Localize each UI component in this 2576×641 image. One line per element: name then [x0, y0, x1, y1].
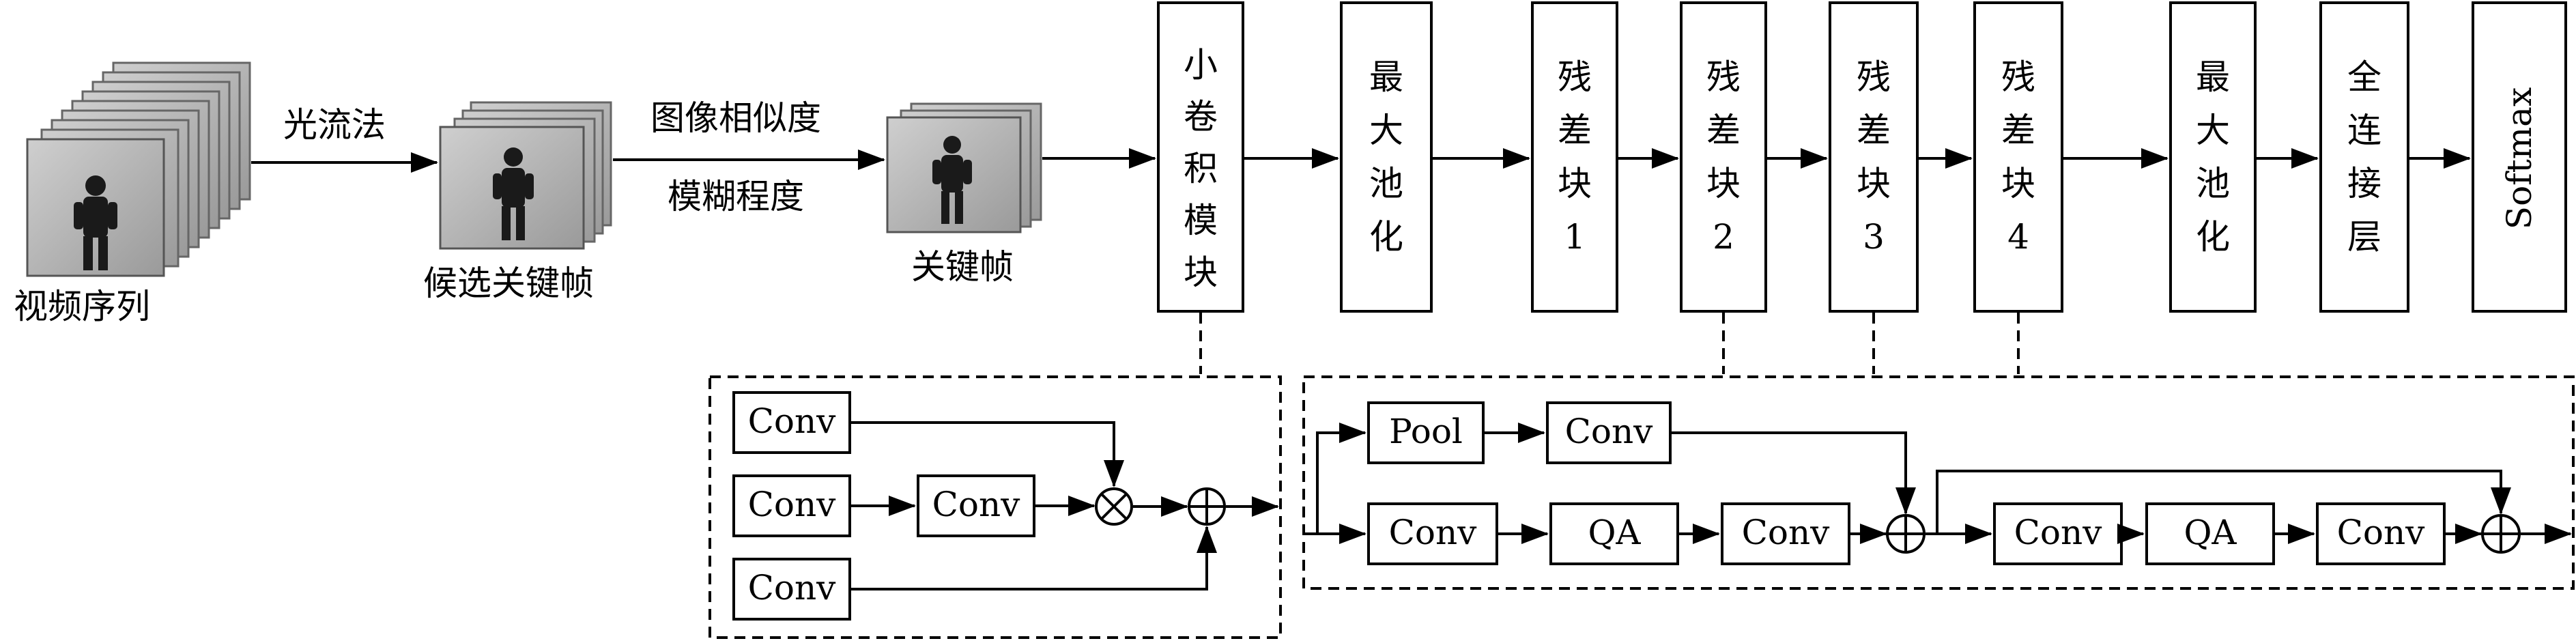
res-block-3-char: 残: [1857, 57, 1891, 97]
conv-mid-1-label: Conv: [748, 485, 837, 524]
blur-degree-label: 模糊程度: [668, 177, 804, 216]
res-block-4-char: 4: [2007, 217, 2029, 257]
video-sequence-label: 视频序列: [14, 287, 150, 326]
res-block-3-char: 差: [1857, 111, 1891, 150]
fully-connected-char: 全: [2347, 57, 2381, 97]
max-pool-2-char: 池: [2196, 164, 2230, 203]
conv-mid-2-label: Conv: [932, 485, 1021, 524]
person-silhouette-icon: [932, 136, 972, 224]
arrow: [851, 526, 1217, 590]
res-block-3-char: 3: [1863, 217, 1885, 257]
conv-b1-label: Conv: [2014, 513, 2103, 552]
conv-b2-box: [2316, 502, 2446, 565]
res-block-3-box: [1829, 1, 1919, 313]
max-pool-2-box: [2169, 1, 2257, 313]
max-pool-1-char: 池: [1369, 164, 1403, 203]
conv-a1-label: Conv: [1389, 513, 1478, 552]
optical-flow-label: 光流法: [283, 105, 386, 145]
res-block-2-char: 残: [1706, 57, 1741, 97]
conv-b2-label: Conv: [2337, 513, 2426, 552]
add-operator-icon: [1886, 514, 1926, 554]
arrow: [851, 421, 1124, 487]
video-sequence-stack: [26, 61, 251, 277]
res-block-1-box: [1531, 1, 1618, 313]
fully-connected-char: 层: [2347, 217, 2381, 257]
person-silhouette-icon: [493, 147, 534, 240]
res-block-1-char: 1: [1564, 217, 1586, 257]
conv-mid-2-box: [917, 474, 1035, 537]
skip-connection-arrow: [1936, 470, 2511, 534]
res-block-4-char: 块: [2001, 164, 2035, 203]
small-conv-module-char: 块: [1184, 253, 1218, 292]
res-block-2-box: [1680, 1, 1767, 313]
conv-a2-label: Conv: [1742, 513, 1831, 552]
res-block-1-char: 残: [1558, 57, 1592, 97]
qa-b-label: QA: [2184, 513, 2237, 552]
max-pool-2-char: 化: [2196, 217, 2230, 257]
res-block-4-box: [1973, 1, 2063, 313]
arrow: [1316, 423, 1366, 534]
fully-connected-char: 接: [2347, 164, 2381, 203]
conv-branch-label: Conv: [1565, 412, 1654, 451]
qa-b-box: [2145, 502, 2275, 565]
pool-label: Pool: [1389, 412, 1463, 451]
conv-mid-1-box: [732, 474, 851, 537]
conv-a1-box: [1367, 502, 1498, 565]
conv-a2-box: [1721, 502, 1850, 565]
image-similarity-label: 图像相似度: [650, 98, 821, 138]
small-conv-module-char: 卷: [1184, 97, 1218, 137]
res-block-2-char: 2: [1713, 217, 1734, 257]
conv-bottom-label: Conv: [748, 568, 837, 608]
keyframes-stack: [886, 102, 1042, 233]
small-conv-module-char: 模: [1184, 201, 1218, 240]
softmax-label: Softmax: [2500, 87, 2539, 229]
max-pool-1-box: [1340, 1, 1433, 313]
conv-b1-box: [1993, 502, 2123, 565]
arrow: [1672, 431, 1916, 515]
candidate-keyframes-label: 候选关键帧: [423, 263, 594, 303]
conv-bottom-box: [732, 558, 851, 621]
qa-a-label: QA: [1588, 513, 1641, 552]
conv-top-label: Conv: [748, 401, 837, 441]
res-block-1-char: 差: [1558, 111, 1592, 150]
residual-detail-panel: [1302, 375, 2575, 590]
small-conv-module-char: 积: [1184, 149, 1218, 188]
res-block-2-char: 块: [1706, 164, 1741, 203]
max-pool-2-char: 最: [2196, 57, 2230, 97]
qa-a-box: [1549, 502, 1679, 565]
candidate-keyframes-stack: [439, 101, 612, 250]
multiply-operator-icon: [1095, 487, 1133, 526]
res-block-4-char: 残: [2001, 57, 2035, 97]
small-conv-module-char: 小: [1184, 45, 1218, 85]
max-pool-1-char: 最: [1369, 57, 1403, 97]
conv-branch-box: [1546, 401, 1672, 464]
pool-box: [1367, 401, 1485, 464]
fully-connected-box: [2319, 1, 2409, 313]
softmax-box: [2472, 1, 2567, 313]
res-block-2-char: 差: [1706, 111, 1741, 150]
res-block-1-char: 块: [1558, 164, 1592, 203]
res-block-3-char: 块: [1857, 164, 1891, 203]
add-operator-icon: [2481, 514, 2521, 554]
person-silhouette-icon: [74, 175, 117, 270]
max-pool-1-char: 化: [1369, 217, 1403, 257]
max-pool-1-char: 大: [1369, 111, 1403, 150]
max-pool-2-char: 大: [2196, 111, 2230, 150]
conv-top-box: [732, 391, 851, 454]
small-conv-detail-panel: [709, 375, 1282, 639]
small-conv-module-box: [1157, 1, 1244, 313]
keyframes-label: 关键帧: [911, 247, 1014, 287]
add-operator-icon: [1188, 487, 1226, 526]
fully-connected-char: 连: [2347, 111, 2381, 150]
res-block-4-char: 差: [2001, 111, 2035, 150]
